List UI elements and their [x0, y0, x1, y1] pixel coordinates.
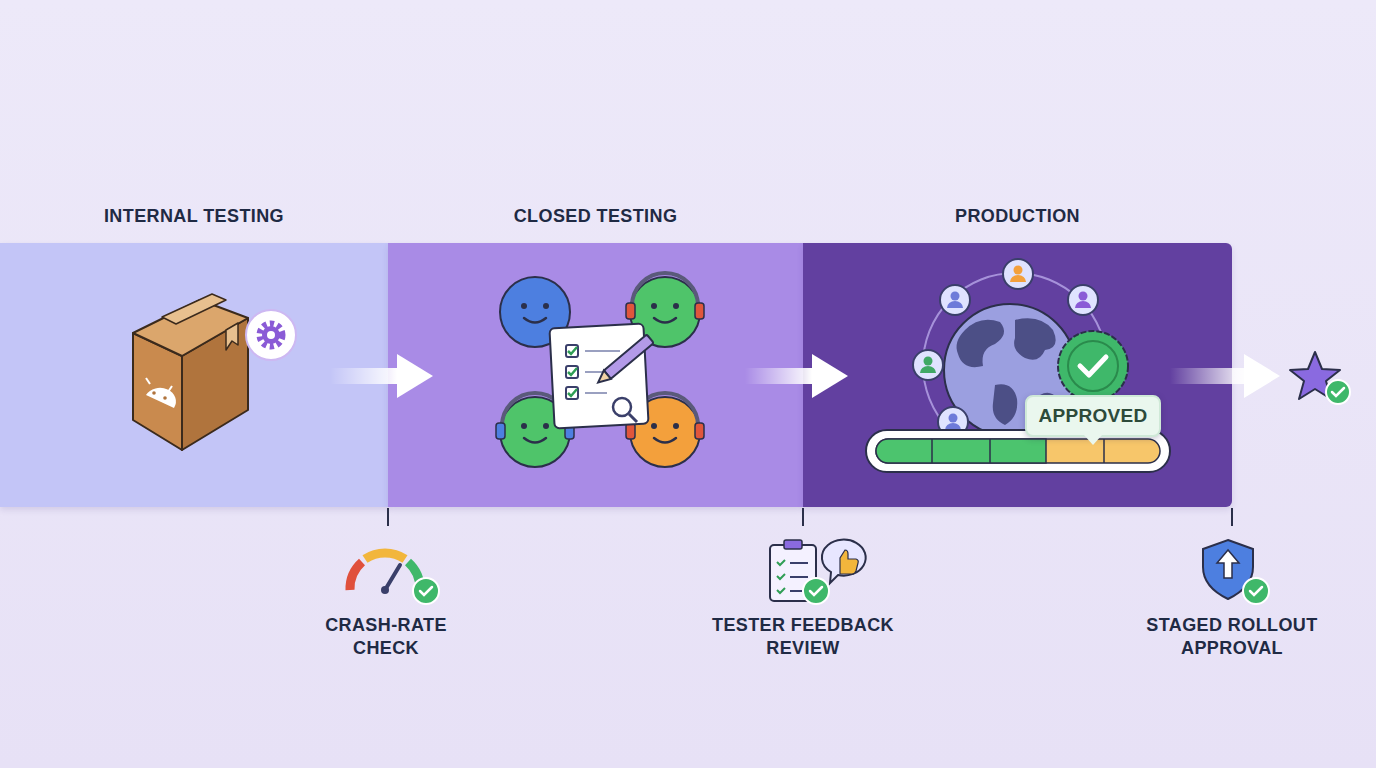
approval-badge: [1058, 331, 1128, 401]
stage-heading: PRODUCTION: [803, 205, 1232, 227]
gate-label: TESTER FEEDBACK REVIEW: [698, 614, 908, 660]
gate-label: STAGED ROLLOUT APPROVAL: [1142, 614, 1322, 660]
package-icon: [133, 294, 248, 450]
stage-heading: CLOSED TESTING: [388, 205, 803, 227]
flow-arrow: [330, 354, 433, 398]
release-star: [1290, 352, 1350, 404]
flow-arrow: [745, 354, 848, 398]
gate-ticks: [388, 508, 1232, 526]
crash-rate-gauge: [350, 553, 439, 604]
final-arrow: [1170, 354, 1280, 398]
tag-text: APPROVED: [1038, 405, 1147, 426]
feedback-clipboard: [770, 540, 866, 604]
gear-badge: [246, 310, 296, 360]
clipboard-icon: [549, 324, 653, 429]
arrow-shaft: [330, 368, 399, 384]
arrow-head: [397, 354, 433, 398]
tester-faces: [496, 273, 704, 467]
rollout-shield: [1203, 540, 1269, 604]
status-tag: APPROVED: [1025, 395, 1160, 437]
stage-heading: INTERNAL TESTING: [0, 205, 388, 227]
arrow-shaft: [745, 368, 814, 384]
arrow-head: [812, 354, 848, 398]
gate-label: CRASH-RATE CHECK: [311, 614, 461, 660]
rollout-progress-bar: [866, 430, 1170, 472]
